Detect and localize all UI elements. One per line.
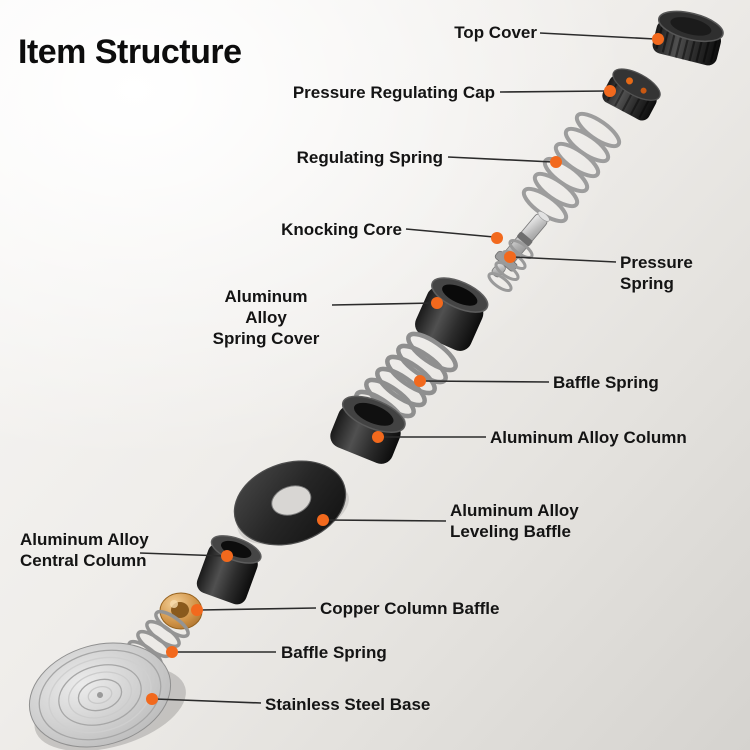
callout-dot-pressure-spring (504, 251, 516, 263)
label-knocking-core: Knocking Core (281, 220, 402, 239)
callout-top-cover (539, 32, 664, 45)
leader-line-baffle-spring-upper (422, 380, 550, 383)
label-pressure-regulating-cap: Pressure Regulating Cap (292, 83, 495, 102)
callout-baffle-spring-upper (414, 375, 550, 387)
callout-dot-pressure-regulating-cap (604, 85, 616, 97)
part-top-cover (652, 10, 724, 66)
part-regulating-spring (521, 111, 622, 224)
label-baffle-spring-lower: Baffle Spring (281, 643, 387, 662)
callout-regulating-spring (447, 156, 562, 168)
callout-dot-top-cover (652, 33, 664, 45)
label-baffle-spring-upper: Baffle Spring (553, 373, 659, 392)
leader-line-copper-column-baffle (199, 607, 317, 611)
label-pressure-spring: Pressure Spring (620, 253, 693, 294)
part-pressure-spring (487, 238, 534, 293)
part-pressure-regulating-cap (602, 68, 661, 121)
leader-line-pressure-spring (512, 256, 617, 263)
leader-line-stainless-steel-base (154, 698, 262, 704)
callout-pressure-regulating-cap (499, 85, 616, 97)
label-stainless-steel-base: Stainless Steel Base (265, 695, 431, 714)
callout-dot-baffle-spring-upper (414, 375, 426, 387)
callout-copper-column-baffle (191, 604, 317, 616)
part-aluminum-alloy-central-column (196, 535, 262, 605)
label-regulating-spring: Regulating Spring (296, 148, 443, 167)
part-aluminum-alloy-leveling-baffle (233, 460, 349, 546)
label-aluminum-alloy-column: Aluminum Alloy Column (490, 428, 687, 447)
leader-line-regulating-spring (447, 156, 554, 163)
callout-dot-aluminum-alloy-central-column (221, 550, 233, 562)
callout-dot-regulating-spring (550, 156, 562, 168)
callout-stainless-steel-base (146, 693, 262, 705)
callout-pressure-spring (504, 251, 617, 263)
callout-knocking-core (405, 228, 503, 244)
callout-baffle-spring-lower (166, 646, 276, 658)
leader-line-aluminum-alloy-leveling-baffle (325, 519, 447, 522)
callout-aluminum-alloy-column (372, 431, 486, 443)
callout-dot-knocking-core (491, 232, 503, 244)
callout-dot-copper-column-baffle (191, 604, 203, 616)
part-aluminum-alloy-spring-cover (415, 277, 489, 351)
callout-aluminum-alloy-leveling-baffle (317, 514, 447, 526)
leader-line-aluminum-alloy-central-column (139, 552, 225, 557)
leader-line-knocking-core (405, 228, 495, 238)
label-aluminum-alloy-leveling-baffle: Aluminum Alloy Leveling Baffle (450, 501, 579, 542)
label-top-cover: Top Cover (454, 23, 537, 42)
part-stainless-steel-base (28, 642, 186, 750)
part-knocking-core (491, 211, 550, 278)
label-aluminum-alloy-spring-cover: Aluminum Alloy Spring Cover (212, 287, 320, 349)
page-title: Item Structure (18, 32, 242, 71)
callout-dot-aluminum-alloy-spring-cover (431, 297, 443, 309)
part-aluminum-alloy-column (330, 395, 406, 464)
callout-aluminum-alloy-spring-cover (331, 297, 443, 309)
leader-line-pressure-regulating-cap (499, 90, 608, 93)
callout-dot-baffle-spring-lower (166, 646, 178, 658)
label-copper-column-baffle: Copper Column Baffle (320, 599, 500, 618)
label-aluminum-alloy-central-column: Aluminum Alloy Central Column (20, 530, 149, 571)
leader-line-top-cover (539, 32, 656, 40)
leader-line-aluminum-alloy-spring-cover (331, 302, 435, 306)
callout-aluminum-alloy-central-column (139, 550, 233, 562)
callout-dot-stainless-steel-base (146, 693, 158, 705)
callout-dot-aluminum-alloy-leveling-baffle (317, 514, 329, 526)
callout-dot-aluminum-alloy-column (372, 431, 384, 443)
